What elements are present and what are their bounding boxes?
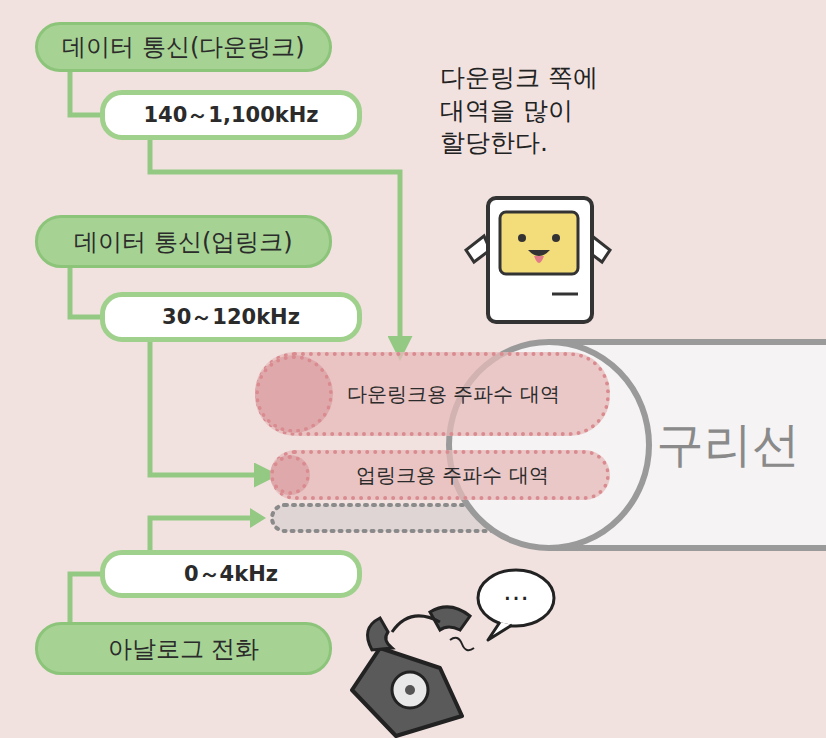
node-label: 140～1,100kHz (143, 101, 318, 129)
node-label: 데이터 통신(다운링크) (62, 31, 304, 63)
downlink-band: 다운링크용 주파수 대역 (255, 352, 610, 436)
computer-character (466, 198, 610, 322)
telephone (352, 607, 474, 736)
wire-body (449, 342, 826, 548)
category-box: 데이터 통신(업링크) (35, 215, 332, 268)
node-label: 다운링크용 주파수 대역 (347, 381, 560, 408)
speech-note: 다운링크 쪽에 대역을 많이 할당한다. (440, 62, 640, 160)
node-label: 30～120kHz (162, 303, 300, 331)
uplink-band: 업링크용 주파수 대역 (270, 450, 610, 500)
band-end-blob (255, 355, 333, 433)
frequency-box: 140～1,100kHz (100, 90, 362, 140)
frequency-box: 30～120kHz (100, 292, 362, 342)
node-label: 데이터 통신(업링크) (74, 226, 292, 258)
node-label: 0～4kHz (184, 560, 278, 588)
band-end-blob (270, 455, 310, 495)
node-label: 업링크용 주파수 대역 (356, 462, 549, 489)
frequency-box: 0～4kHz (100, 550, 362, 598)
connector (70, 72, 100, 115)
connector (70, 268, 100, 317)
speech-dots: … (478, 578, 554, 604)
category-box: 데이터 통신(다운링크) (35, 22, 332, 72)
connector (150, 342, 270, 475)
analog-connector (150, 508, 266, 550)
speech-bubble (478, 570, 554, 640)
connector (70, 574, 100, 622)
category-box: 아날로그 전화 (35, 622, 332, 675)
node-label: 구리선 (656, 413, 800, 477)
wire-end (549, 342, 649, 548)
node-label: 아날로그 전화 (108, 633, 260, 665)
